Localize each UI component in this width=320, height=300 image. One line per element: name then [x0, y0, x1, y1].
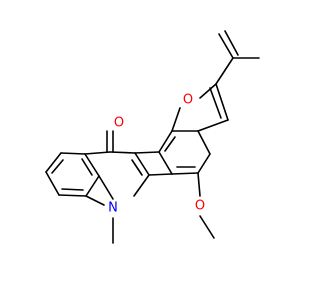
- aromatic-ring-right: [134, 130, 211, 176]
- furan-ring: [171, 83, 229, 132]
- double-bond-inner: [131, 159, 143, 176]
- benzene-ring-left: [45, 152, 100, 197]
- bond: [197, 172, 201, 197]
- atom-ring-nitrogen: N: [105, 200, 121, 216]
- bond: [60, 152, 86, 155]
- bond: [197, 130, 211, 155]
- double-bond-inner: [81, 158, 93, 176]
- acridone-middle-ring: [84, 130, 150, 206]
- atom-label-n: N: [108, 201, 118, 216]
- atom-carbonyl-oxygen: O: [111, 115, 127, 131]
- isopropenyl-group: [215, 30, 260, 85]
- bond: [199, 215, 215, 239]
- bond: [215, 57, 234, 85]
- bond: [45, 171, 60, 196]
- bond: [133, 174, 150, 197]
- bond: [148, 173, 173, 176]
- bond: [158, 130, 173, 153]
- bond: [158, 151, 173, 175]
- double-bond-inner: [224, 30, 239, 56]
- atom-furan-oxygen: O: [180, 92, 196, 108]
- bond: [171, 107, 181, 132]
- double-bond-inner: [61, 188, 84, 191]
- bond: [58, 194, 87, 197]
- bond: [84, 153, 100, 177]
- bond: [84, 151, 111, 155]
- atom-methoxy-oxygen: O: [192, 198, 208, 214]
- double-bond-inner: [164, 136, 176, 152]
- atom-label-o: O: [114, 116, 124, 131]
- bond: [85, 175, 100, 197]
- double-bond-inner: [209, 87, 222, 119]
- bond: [134, 152, 150, 176]
- bond: [98, 175, 114, 200]
- bond: [215, 83, 229, 121]
- bond: [218, 33, 234, 59]
- bond: [171, 172, 199, 175]
- atom-label-o: O: [183, 93, 193, 108]
- double-bond-inner: [51, 159, 64, 174]
- atom-label-o: O: [195, 199, 205, 214]
- bond: [134, 151, 160, 154]
- bond: [45, 152, 62, 173]
- bond: [109, 151, 136, 154]
- bond: [85, 195, 105, 206]
- bond: [197, 153, 211, 174]
- molecule-structure-diagram: O O O N: [45, 30, 260, 244]
- bond: [199, 83, 217, 99]
- methoxy-group: [197, 172, 215, 239]
- bond: [197, 119, 229, 132]
